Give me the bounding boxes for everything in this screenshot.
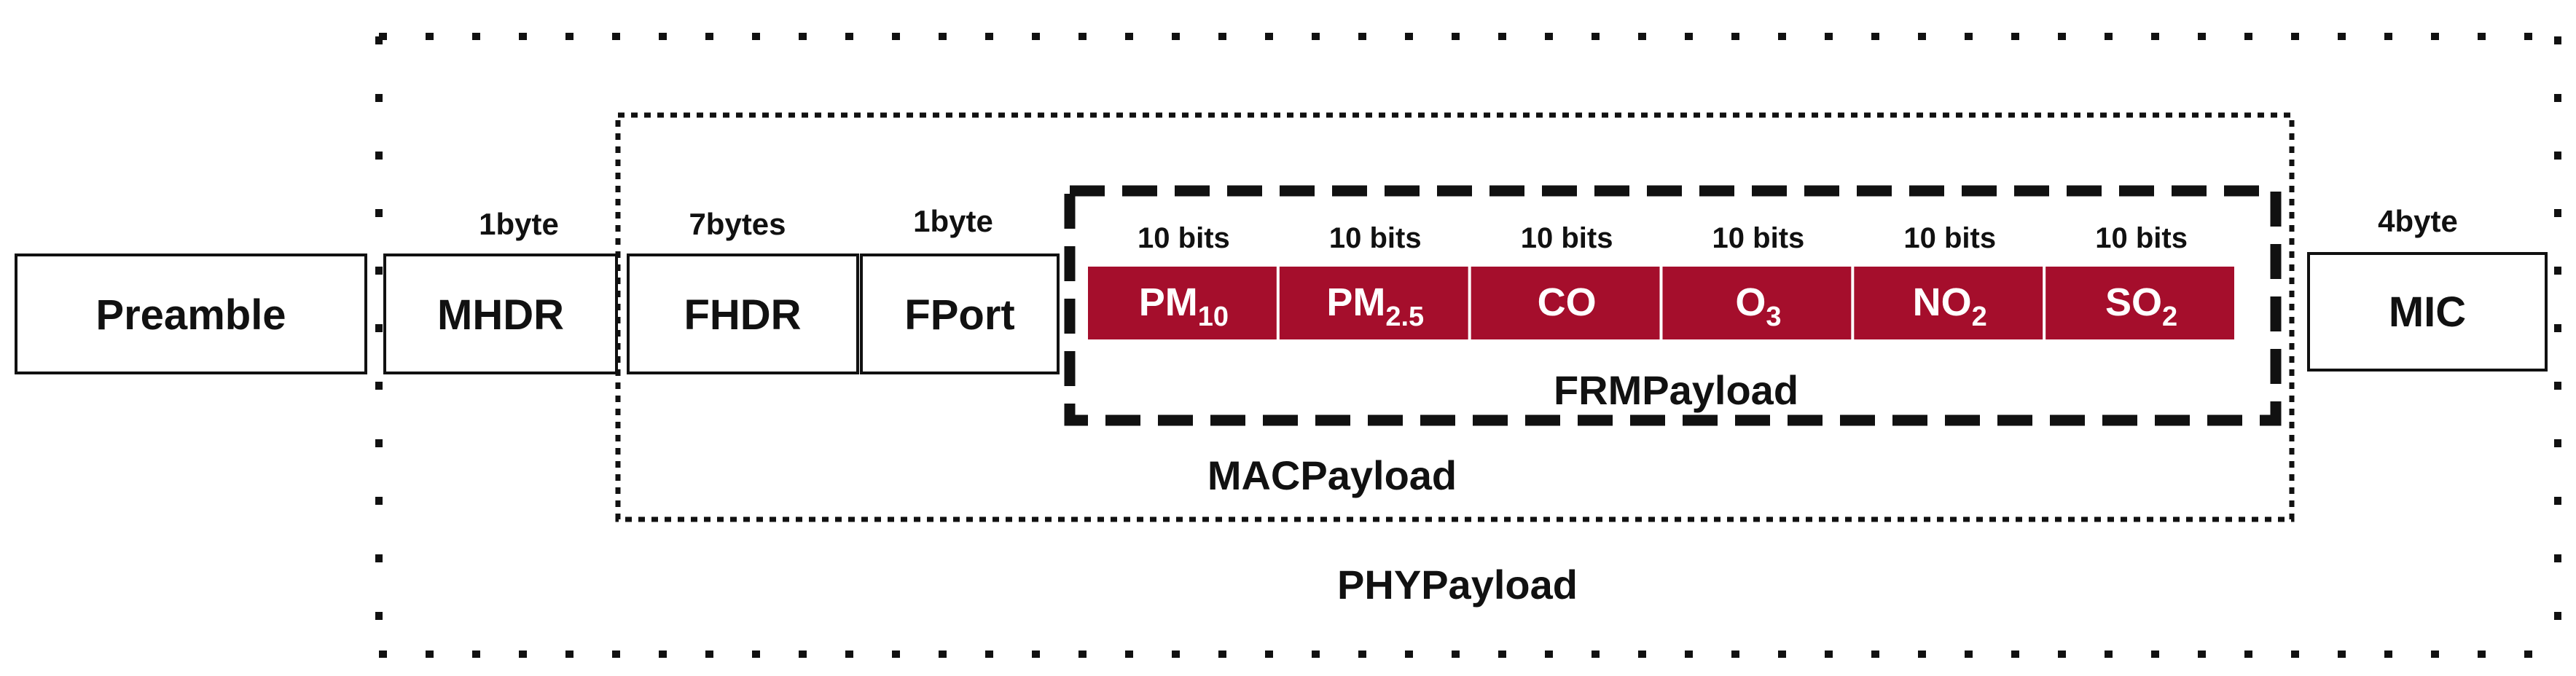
sensor-name-label: PM2.5 <box>1326 280 1424 332</box>
frm-payload-boundary <box>1064 185 2282 426</box>
sensor-name-label: SO2 <box>2105 280 2177 332</box>
fport-box <box>860 254 1060 374</box>
mhdr-label: MHDR <box>437 291 564 339</box>
sensor-name-label: CO <box>1538 280 1597 324</box>
sensor-bits-label: 10 bits <box>2095 222 2188 254</box>
sensor-cell <box>1279 267 1468 339</box>
mhdr-size: 1byte <box>479 207 559 241</box>
mac-payload-label: MACPayload <box>1207 452 1457 498</box>
sensor-cell <box>1662 267 1852 339</box>
sensor-cell <box>2045 267 2234 339</box>
mic-size: 4byte <box>2378 204 2458 238</box>
phy-payload-label: PHYPayload <box>1337 562 1578 608</box>
frm-payload-label: FRMPayload <box>1554 367 1798 413</box>
sensor-bits-label: 10 bits <box>1903 222 1996 254</box>
sensor-bits-label: 10 bits <box>1712 222 1805 254</box>
sensor-name-label: O3 <box>1735 280 1781 332</box>
mhdr-box <box>383 254 618 374</box>
fport-label: FPort <box>904 291 1014 339</box>
sensor-cell <box>1471 267 1660 339</box>
sensor-cell <box>1854 267 2043 339</box>
mic-box <box>2307 252 2548 372</box>
sensor-name-label: NO2 <box>1913 280 1987 332</box>
mic-label: MIC <box>2389 288 2466 336</box>
sensor-name-label: PM10 <box>1139 280 1229 332</box>
sensor-bits-label: 10 bits <box>1329 222 1422 254</box>
fhdr-label: FHDR <box>684 291 801 339</box>
fhdr-size: 7bytes <box>689 207 786 241</box>
sensor-bits-label: 10 bits <box>1521 222 1613 254</box>
preamble-label: Preamble <box>95 291 286 339</box>
fhdr-box <box>627 254 859 374</box>
sensor-cell <box>1088 267 1277 339</box>
sensor-bits-label: 10 bits <box>1138 222 1230 254</box>
fport-size: 1byte <box>913 204 993 238</box>
preamble-box <box>15 254 367 374</box>
